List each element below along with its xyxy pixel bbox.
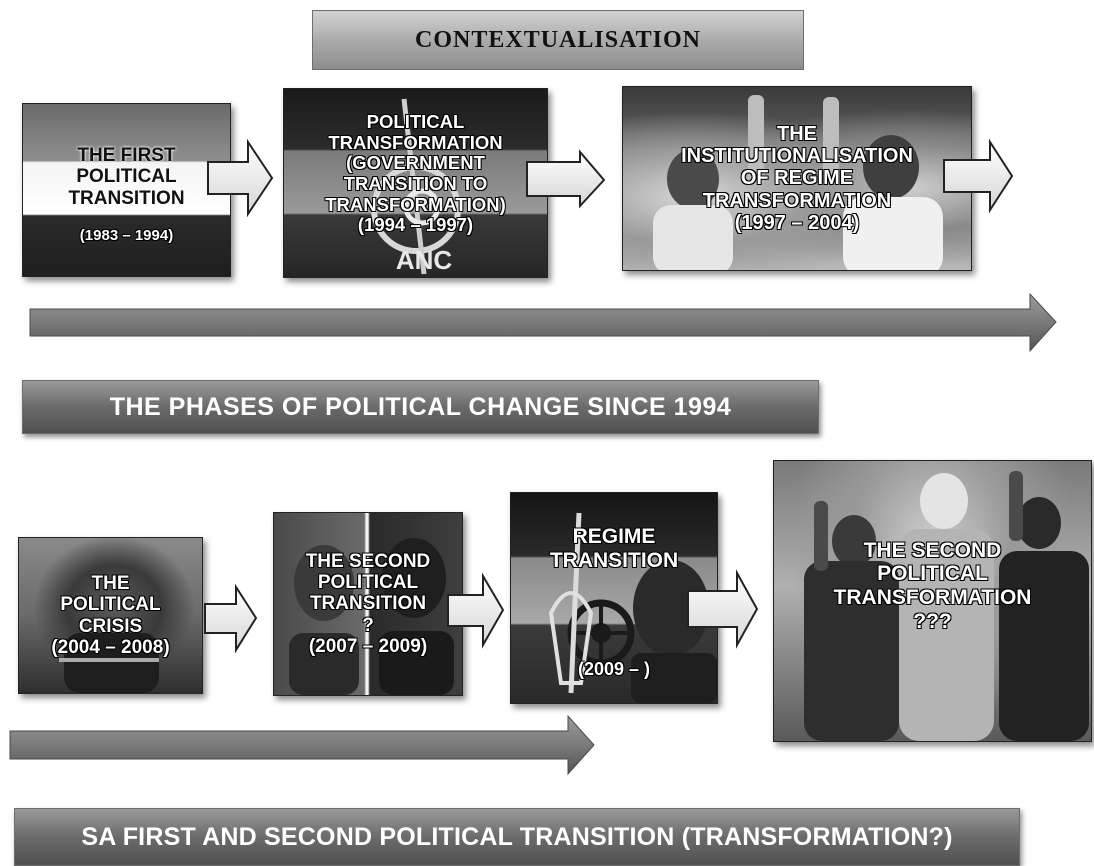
tile-line: POLITICAL (317, 572, 419, 594)
tile-line: ??? (913, 609, 952, 633)
tile-line: THE FIRST (77, 145, 176, 167)
tile-line: THE SECOND (305, 550, 431, 572)
contextualisation-banner: CONTEXTUALISATION (312, 10, 804, 70)
tile-line: TRANSFORMATION) (325, 193, 506, 215)
tile-line: TRANSFORMATION (328, 131, 503, 153)
anc-logo-text: ANC (396, 245, 453, 275)
sa-first-second-label: SA FIRST AND SECOND POLITICAL TRANSITION… (81, 822, 953, 851)
tile-line: THE (91, 572, 130, 594)
tile-institutionalisation: THE INSTITUTIONALISATION OF REGIME TRANS… (622, 86, 972, 271)
tile-period: (1983 – 1994) (79, 226, 174, 244)
tile-line: POLITICAL (60, 594, 161, 616)
tile-line: INSTITUTIONALISATION (681, 144, 913, 167)
tile-line: TRANSFORMATION (833, 586, 1032, 609)
tile-line: TRANSITION (309, 593, 427, 615)
tile-line: TRANSITION (549, 548, 679, 572)
tile-period: (2004 – 2008) (51, 636, 170, 658)
photo-silhouettes (804, 471, 1089, 741)
tile-political-transformation: ANC POLITICAL TRANSFORMATION (GOVERNMENT… (283, 88, 548, 278)
tile-second-political-transition: THE SECOND POLITICAL TRANSITION ? (2007 … (273, 512, 463, 696)
tile-line: CRISIS (78, 615, 143, 637)
tile-line: TRANSITION (68, 187, 185, 209)
contextualisation-label: CONTEXTUALISATION (415, 26, 701, 53)
tile-line: TRANSITION TO (343, 173, 488, 194)
sa-first-second-banner: SA FIRST AND SECOND POLITICAL TRANSITION… (14, 808, 1020, 866)
tile-regime-transition: REGIME TRANSITION (2009 – ) (510, 492, 718, 704)
tile-line: OF REGIME (740, 167, 854, 190)
tile-line: ? (362, 614, 374, 636)
phases-banner: THE PHASES OF POLITICAL CHANGE SINCE 199… (22, 380, 819, 434)
tile-period: (2007 – 2009) (308, 635, 428, 657)
tile-line: POLITICAL (366, 110, 465, 132)
tile-period: (2009 – ) (577, 658, 651, 679)
tile-line: POLITICAL (76, 166, 177, 188)
tile-line: THE (777, 122, 817, 145)
tile-period: (1997 – 2004) (734, 212, 860, 235)
photo-silhouettes (59, 633, 159, 693)
photo-silhouettes (289, 538, 454, 695)
timeline-arrow-icon (9, 714, 595, 776)
tile-political-crisis: THE POLITICAL CRISIS (2004 – 2008) (18, 537, 203, 694)
phases-label: THE PHASES OF POLITICAL CHANGE SINCE 199… (109, 392, 732, 421)
anc-spear-shield-icon: ANC (371, 98, 461, 275)
tile-line: (GOVERNMENT (346, 152, 485, 174)
wheel-icon (567, 599, 635, 667)
photo-silhouettes (653, 95, 943, 270)
tile-line: THE SECOND (863, 538, 1002, 562)
right-block-arrow-icon (204, 583, 258, 654)
tile-line: REGIME (572, 525, 656, 548)
tile-line: POLITICAL (877, 562, 988, 586)
tile-period: (1994 – 1997) (357, 214, 474, 236)
timeline-arrow-icon (29, 292, 1057, 353)
tile-line: TRANSFORMATION (702, 189, 892, 212)
tile-first-political-transition: THE FIRST POLITICAL TRANSITION (1983 – 1… (22, 103, 231, 277)
tile-second-political-transformation: THE SECOND POLITICAL TRANSFORMATION ??? (773, 460, 1092, 742)
